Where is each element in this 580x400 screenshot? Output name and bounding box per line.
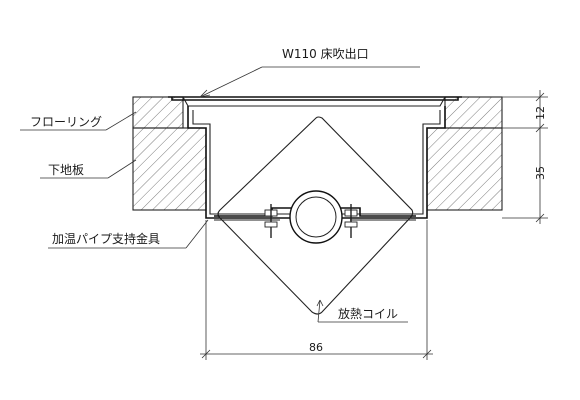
dim-top-thickness: 12 xyxy=(534,106,547,120)
label-outlet: W110 床吹出口 xyxy=(282,47,369,61)
flooring-right xyxy=(444,96,503,129)
bolt-left-icon xyxy=(264,204,278,238)
leader-coil xyxy=(317,299,321,323)
heating-pipe-outer xyxy=(289,190,343,244)
leader-flooring xyxy=(105,111,137,131)
subfloor-left xyxy=(132,127,207,211)
flooring-left xyxy=(132,96,184,129)
label-flooring: フローリング xyxy=(30,115,102,129)
label-coil: 放熱コイル xyxy=(338,306,398,321)
outlet-grille xyxy=(168,96,462,101)
subfloor-right xyxy=(426,127,503,211)
leader-bracket xyxy=(185,219,209,249)
heating-pipe-inner xyxy=(295,196,337,238)
dim-sub-thickness: 35 xyxy=(534,166,547,180)
label-bracket: 加温パイプ支持金具 xyxy=(52,231,160,246)
bolt-right-icon xyxy=(344,204,358,238)
dim-width: 86 xyxy=(309,341,323,354)
leader-subfloor xyxy=(107,159,137,179)
outlet-lip xyxy=(182,96,446,107)
label-subfloor: 下地板 xyxy=(48,163,84,177)
